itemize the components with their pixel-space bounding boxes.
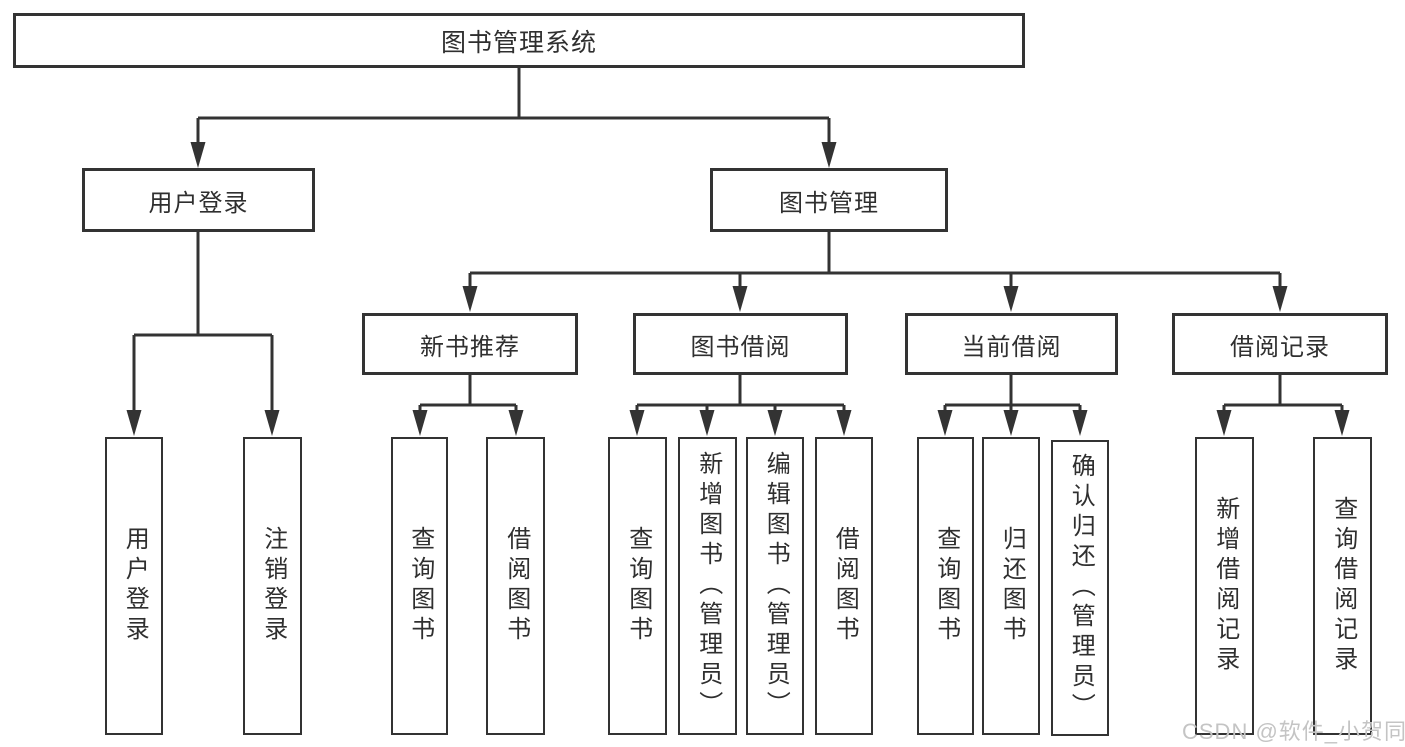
arrowhead [508,410,524,436]
arrowhead [821,142,837,168]
leaf-logout: 注销登录 [243,437,302,735]
node-library-system: 图书管理系统 [13,13,1025,68]
arrowhead [629,410,645,436]
leaf-label: 用户登录 [121,526,149,646]
arrowhead [1003,286,1019,312]
leaf-return-books: 归还图书 [982,437,1040,735]
leaf-confirm-return-admin: 确认归还（管理员） [1051,440,1109,736]
node-borrow-records: 借阅记录 [1172,313,1388,375]
arrowhead [937,410,953,436]
connector-current-borrow-to-leaves [937,375,1088,436]
leaf-query-books-1: 查询图书 [391,437,448,735]
leaf-label: 查询图书 [932,526,960,646]
arrowhead [1272,286,1288,312]
node-new-book-recommend: 新书推荐 [362,313,578,375]
leaf-label: 查询图书 [624,526,652,646]
arrowhead [1216,410,1232,436]
connector-book-management-to-level3 [462,232,1288,312]
node-book-borrow: 图书借阅 [633,313,848,375]
arrowhead [190,142,206,168]
arrowhead [836,410,852,436]
leaf-label: 确认归还（管理员） [1067,453,1095,723]
leaf-label: 借阅图书 [502,526,530,646]
arrowhead [1072,410,1088,436]
leaf-label: 借阅图书 [831,526,859,646]
connector-book-borrow-to-leaves [629,375,852,436]
leaf-label: 注销登录 [259,526,287,646]
node-current-borrow: 当前借阅 [905,313,1118,375]
node-book-management: 图书管理 [710,168,948,232]
leaf-label: 归还图书 [998,526,1026,646]
arrowhead [126,410,142,436]
leaf-borrow-books-2: 借阅图书 [815,437,873,735]
watermark: CSDN @软件_小贺同学 [1182,719,1405,744]
arrowhead [264,410,280,436]
arrowhead [732,286,748,312]
leaf-label: 查询图书 [406,526,434,646]
arrowhead [1334,410,1350,436]
node-user-login: 用户登录 [82,168,315,232]
connector-root-to-level2 [190,68,837,168]
arrowhead [412,410,428,436]
leaf-add-borrow-record: 新增借阅记录 [1195,437,1254,735]
connector-new-book-to-leaves [412,375,524,436]
leaf-query-borrow-record: 查询借阅记录 [1313,437,1372,735]
leaf-user-login: 用户登录 [105,437,163,735]
leaf-query-books-2: 查询图书 [608,437,667,735]
connector-borrow-records-to-leaves [1216,375,1350,436]
leaf-label: 查询借阅记录 [1329,496,1357,676]
leaf-add-books-admin: 新增图书（管理员） [678,437,737,735]
arrowhead [699,410,715,436]
arrowhead [1003,410,1019,436]
leaf-query-books-3: 查询图书 [917,437,974,735]
leaf-borrow-books-1: 借阅图书 [486,437,545,735]
leaf-label: 编辑图书（管理员） [762,451,790,721]
leaf-label: 新增借阅记录 [1211,496,1239,676]
arrowhead [767,410,783,436]
arrowhead [462,286,478,312]
connector-user-login-to-leaves [126,232,280,436]
leaf-edit-books-admin: 编辑图书（管理员） [746,437,804,735]
leaf-label: 新增图书（管理员） [694,451,722,721]
